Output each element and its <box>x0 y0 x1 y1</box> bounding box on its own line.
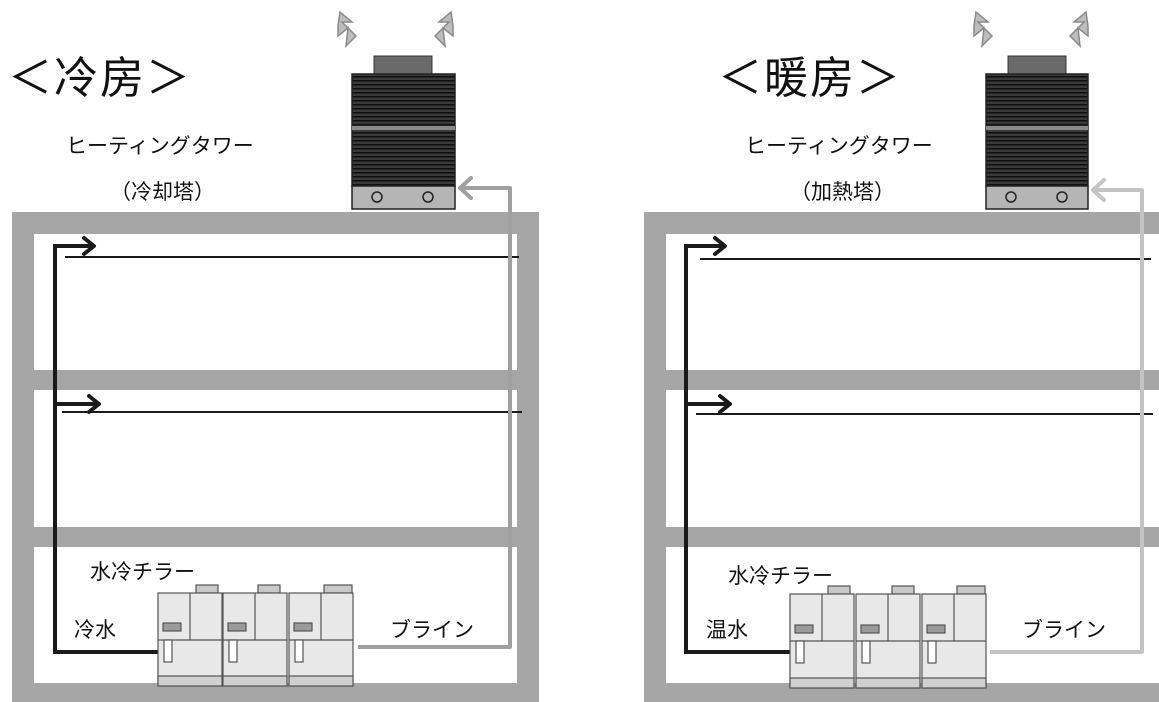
heating-chiller-label: 水冷チラー <box>728 564 833 588</box>
cooling-water-label: 冷水 <box>74 618 116 642</box>
brine-pipe <box>990 178 1144 654</box>
water-pipe <box>684 244 1153 654</box>
exhaust-arrow-icon <box>433 10 454 49</box>
cooling-tower-name: ヒーティングタワー <box>66 134 254 158</box>
heating-panel <box>644 10 1159 702</box>
cooling-title: ＜冷房＞ <box>8 53 192 104</box>
heating-title: ＜暖房＞ <box>718 53 902 104</box>
cooling-brine-label: ブライン <box>390 618 474 642</box>
water-cooled-chiller-icon <box>157 584 354 687</box>
building-frame <box>644 212 1159 702</box>
exhaust-arrow-icon <box>973 10 994 49</box>
flow-arrow-icon <box>713 236 727 256</box>
heating-tower-role: （加熱塔） <box>790 180 895 204</box>
brine-pipe <box>358 176 512 649</box>
heating-brine-label: ブライン <box>1022 618 1106 642</box>
water-cooled-chiller-icon <box>789 585 987 689</box>
heating-tower-icon <box>351 55 456 210</box>
building-frame <box>12 212 539 702</box>
cooling-chiller-label: 水冷チラー <box>90 560 195 584</box>
heating-water-label: 温水 <box>706 618 748 642</box>
heating-tower-name: ヒーティングタワー <box>745 134 933 158</box>
flow-arrow-icon <box>87 394 101 414</box>
flow-arrow-icon <box>82 236 96 256</box>
heating-tower-icon <box>985 55 1089 210</box>
exhaust-arrow-icon <box>337 10 358 49</box>
exhaust-arrow-icon <box>1068 10 1089 49</box>
cooling-tower-role: （冷却塔） <box>110 180 215 204</box>
flow-arrow-icon <box>718 394 732 414</box>
water-pipe <box>53 244 522 654</box>
cooling-panel <box>12 10 539 702</box>
